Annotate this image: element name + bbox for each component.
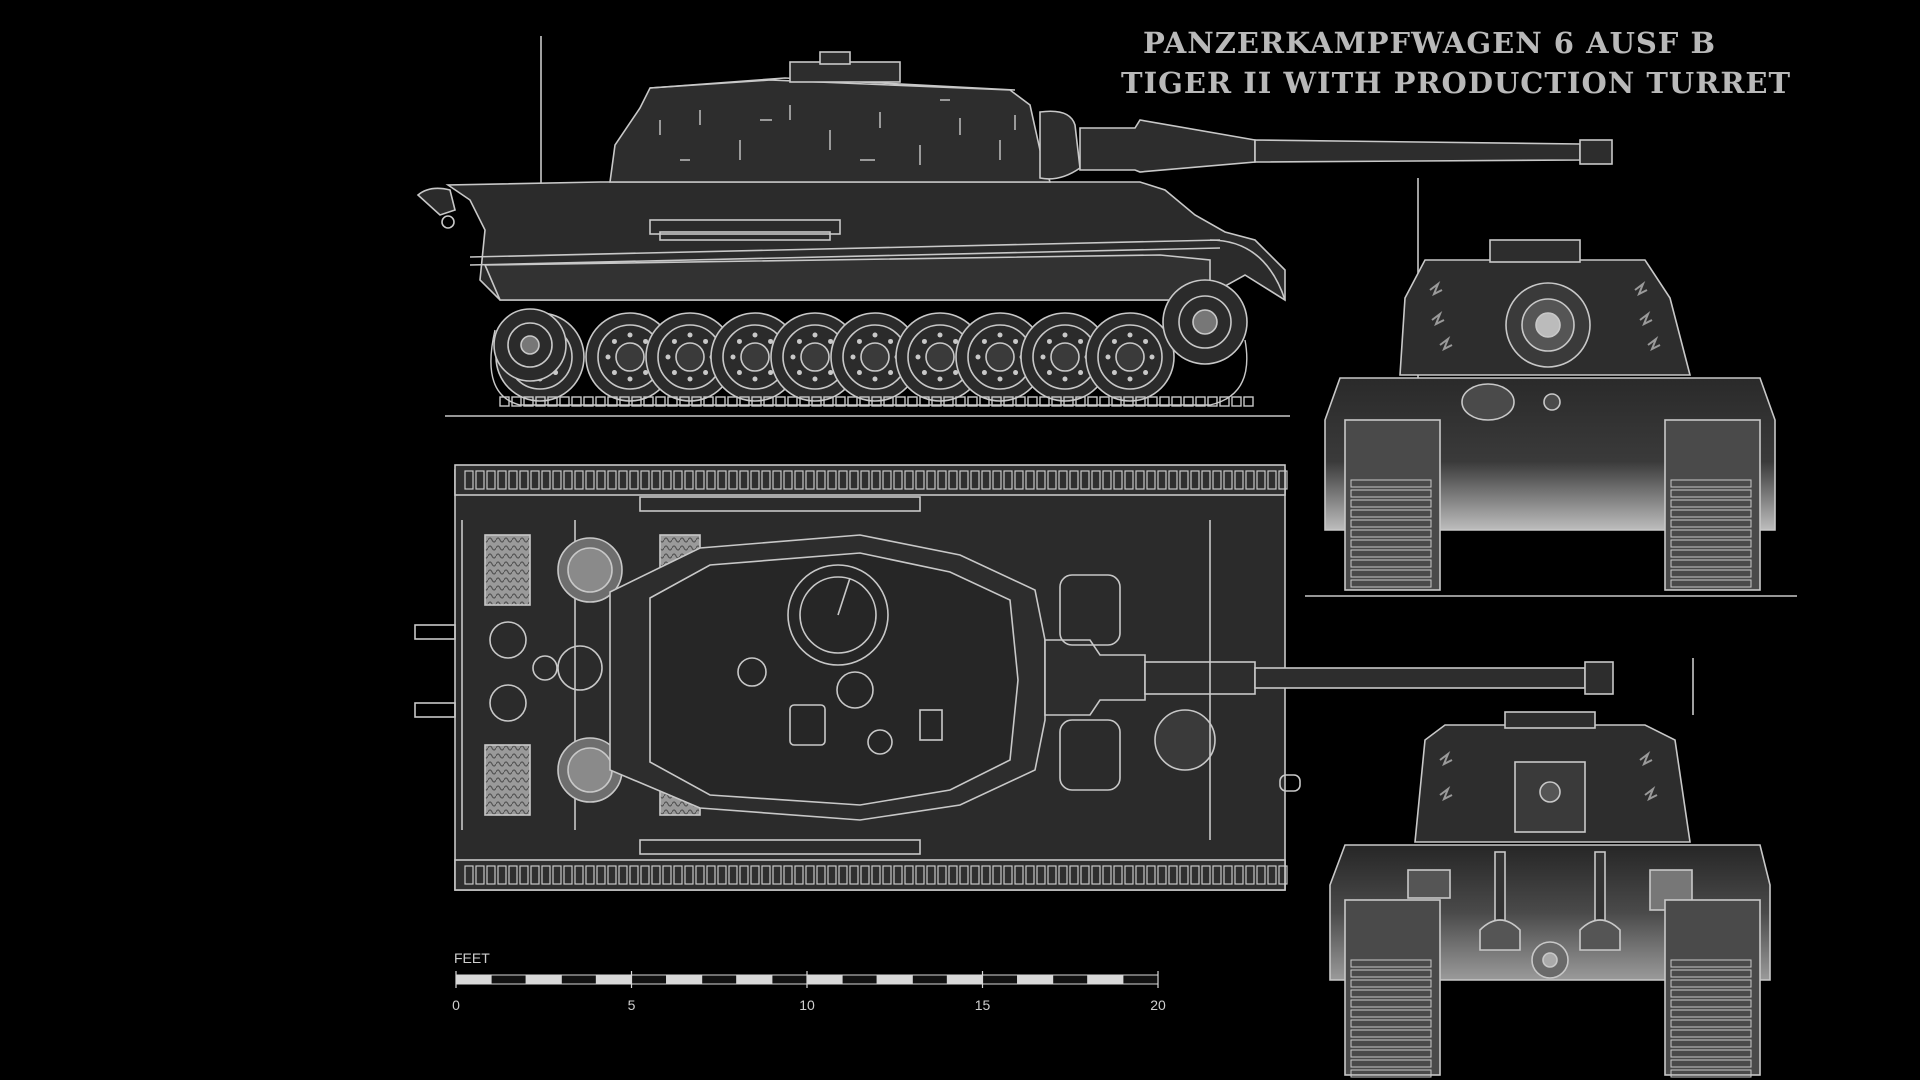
muzzle-brake-top (1584, 661, 1614, 695)
title-line-2: TIGER II WITH PRODUCTION TURRET (1121, 66, 1792, 100)
exhaust-left (1479, 919, 1521, 951)
scale-segment (946, 974, 984, 985)
scale-segment (736, 974, 773, 985)
tow-hook-upper (414, 624, 456, 640)
scale-segment (1087, 974, 1124, 985)
idler-wheel (493, 308, 567, 382)
gun-sleeve (1079, 119, 1256, 173)
scale-segment (1122, 974, 1159, 985)
scale-tick-label: 5 (628, 997, 636, 1013)
gun-barrel (1254, 139, 1581, 163)
road-wheel (955, 312, 1045, 402)
bow-mg (1461, 383, 1515, 421)
road-wheel (645, 312, 735, 402)
gun-barrel-top (1254, 667, 1586, 689)
road-wheels (493, 279, 1248, 402)
front-track-left (1344, 419, 1441, 591)
commander-hatch (787, 564, 889, 666)
track-top-links (464, 470, 1288, 885)
scale-segment (1017, 974, 1054, 985)
front-track-right (1664, 419, 1761, 591)
track-top-right (454, 859, 1286, 891)
scale-segment (666, 974, 703, 985)
scale-segment (701, 974, 738, 985)
fender-rail (469, 239, 1221, 258)
scale-segment (560, 974, 597, 985)
radio-operator-hatch (1059, 719, 1121, 791)
gun-mantlet (1039, 110, 1081, 180)
scale-tick-label: 15 (975, 997, 991, 1013)
track-links (490, 329, 1254, 407)
front-view (1305, 178, 1797, 597)
scale-segment (911, 974, 948, 985)
scale-segment (1052, 974, 1089, 985)
scale-segment (982, 974, 1019, 985)
scale-segment (595, 974, 633, 985)
rear-view (1329, 658, 1771, 1076)
scale-segment (841, 974, 878, 985)
scale-bar: FEET 0 5 10 15 20 (452, 950, 1166, 1013)
side-view (416, 36, 1613, 417)
loader-periscope (737, 657, 767, 687)
engine-grille-upper (484, 534, 531, 606)
scale-segment (455, 974, 492, 985)
tool-rack (649, 219, 841, 235)
exhaust-right (1579, 919, 1621, 951)
loader-hatch (789, 704, 826, 746)
scale-unit-label: FEET (454, 950, 490, 966)
scale-segment (806, 974, 843, 985)
scale-tick-label: 10 (799, 997, 815, 1013)
title-line-1: PANZERKAMPFWAGEN 6 AUSF B (1143, 26, 1716, 60)
driver-hatch (1059, 574, 1121, 646)
commander-cupola (789, 61, 901, 83)
drive-sprocket (1162, 279, 1248, 365)
scale-segment (490, 974, 527, 985)
muzzle-brake (1579, 139, 1613, 165)
engine-grille-lower (484, 744, 531, 816)
road-wheel (1085, 312, 1175, 402)
scale-tick-label: 0 (452, 997, 460, 1013)
scale-segment (876, 974, 913, 985)
track-top-left (454, 464, 1286, 496)
scale-tick-label: 20 (1150, 997, 1166, 1013)
scale-segment (771, 974, 808, 985)
bow-mg-cover (1154, 709, 1216, 771)
tow-hook-lower (414, 702, 456, 718)
road-wheel (1020, 312, 1110, 402)
scale-segment (525, 974, 562, 985)
scale-segment (631, 974, 668, 985)
